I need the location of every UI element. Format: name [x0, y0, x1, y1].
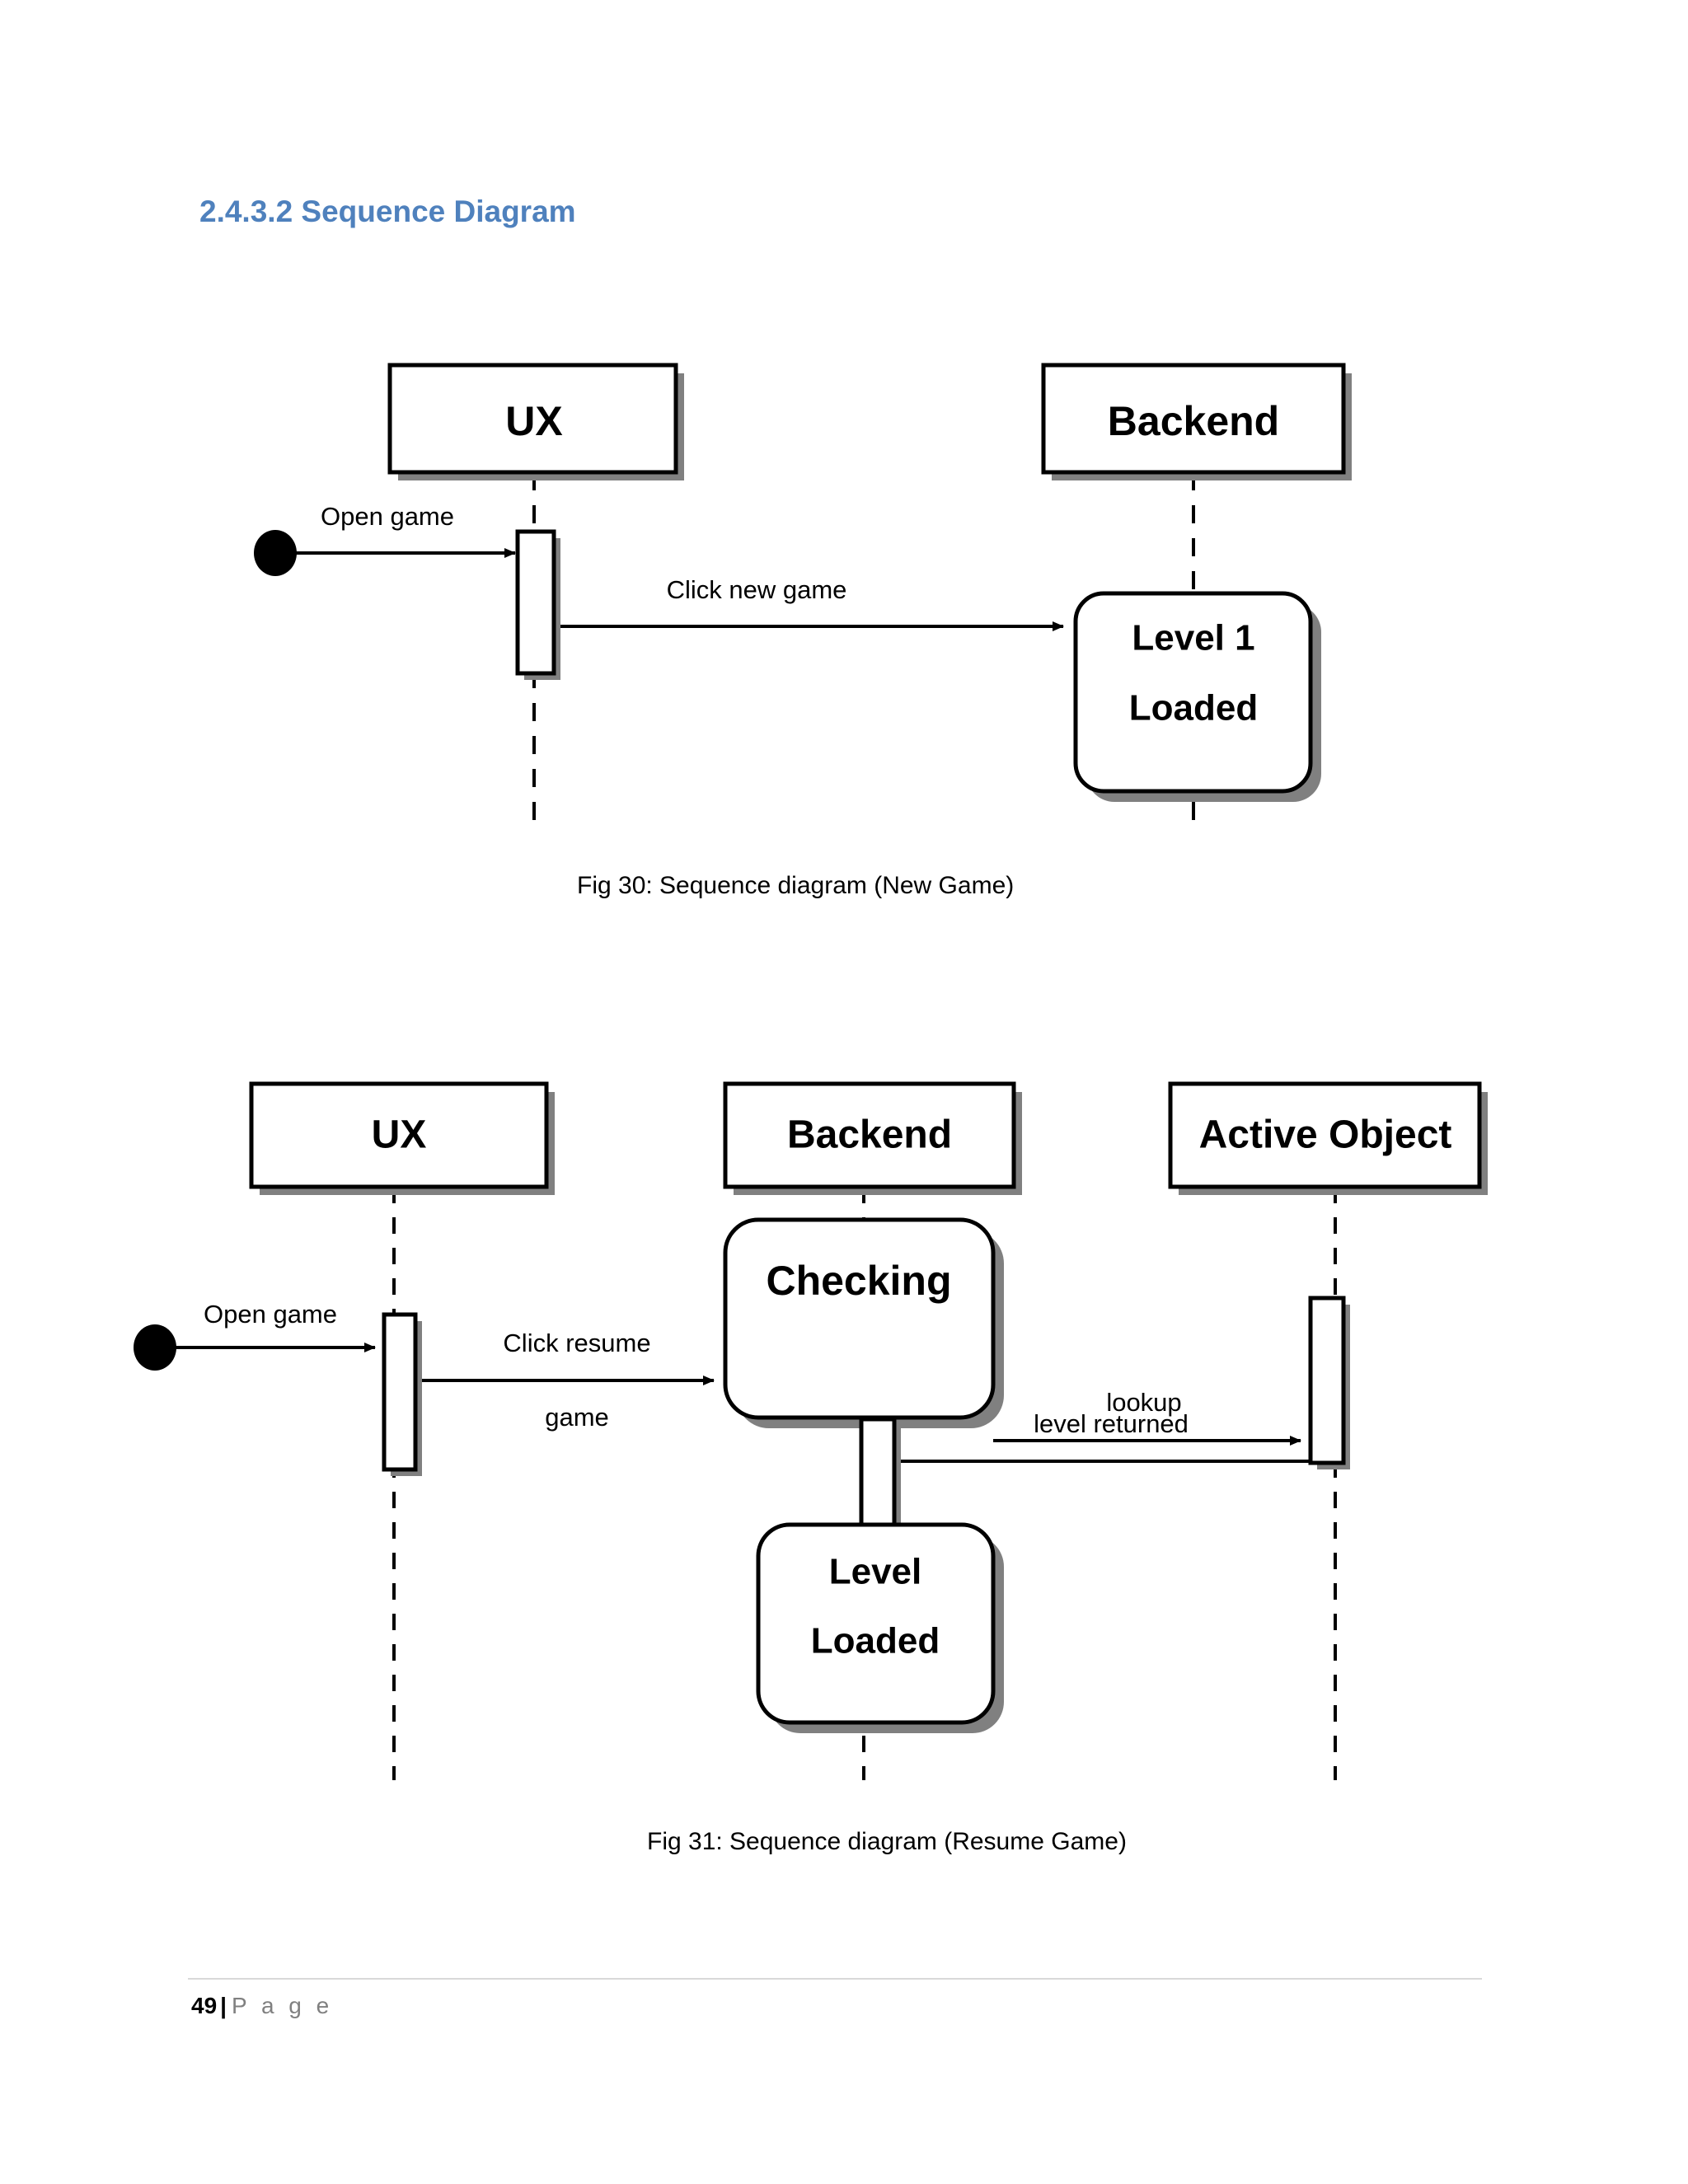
activation-bar-ux [382, 1312, 418, 1472]
figure-30-caption: Fig 30: Sequence diagram (New Game) [577, 872, 1015, 899]
lifeline-header-backend[interactable] [723, 1081, 1016, 1189]
start-node-icon [254, 530, 297, 576]
lifeline-header-active-object-label: Active Object [1199, 1113, 1452, 1157]
message-label-click-resume-game-line2: game [545, 1403, 609, 1432]
state-level-loaded-line2: Loaded [811, 1621, 940, 1661]
state-checking-label: Checking [766, 1258, 951, 1304]
footer-page-number: 49 [191, 1993, 218, 2018]
figure-31: UX Backend Active Object Open game Click… [0, 1055, 1688, 1813]
lifeline-header-active-object[interactable] [1168, 1081, 1482, 1189]
state-level-1-loaded-line1: Level 1 [1132, 618, 1254, 658]
activation-bar-backend [859, 1417, 897, 1527]
footer-divider [188, 1978, 1482, 1980]
lifeline-header-ux[interactable] [249, 1081, 549, 1189]
lifeline-header-backend-label: Backend [1108, 398, 1279, 444]
footer-page-word: P a g e [232, 1993, 334, 2018]
lifeline-header-backend-label: Backend [787, 1113, 952, 1157]
activation-bar-active-object [1308, 1296, 1346, 1465]
lifeline-header-ux[interactable] [387, 363, 678, 475]
lifeline-header-backend[interactable] [1041, 363, 1346, 475]
state-node-level-loaded[interactable] [756, 1522, 996, 1725]
start-node-icon [134, 1324, 176, 1371]
state-level-loaded-line1: Level [829, 1552, 922, 1592]
page-footer: 49|P a g e [191, 1993, 333, 2019]
lifeline-header-ux-label: UX [505, 398, 562, 444]
message-label-lookup: lookup [1106, 1388, 1181, 1417]
state-node-checking[interactable] [723, 1217, 996, 1420]
state-node-level-1-loaded[interactable] [1073, 591, 1313, 794]
figure-30: UX Backend Open game Click new game Leve… [0, 0, 1688, 865]
state-level-1-loaded-line2: Loaded [1129, 688, 1258, 729]
figure-31-caption: Fig 31: Sequence diagram (Resume Game) [647, 1828, 1127, 1855]
lifeline-header-ux-label: UX [372, 1113, 427, 1157]
activation-bar-ux [515, 529, 556, 676]
fig-30-canvas: UX Backend Open game Click new game Leve… [254, 363, 1352, 824]
message-label-click-resume-game-line1: Click resume [503, 1329, 650, 1357]
message-label-level-returned: level returned [1034, 1409, 1189, 1438]
section-heading: 2.4.3.2 Sequence Diagram [199, 194, 576, 228]
footer-separator: | [220, 1993, 227, 2018]
message-label-open-game: Open game [321, 502, 454, 531]
message-label-open-game: Open game [204, 1300, 337, 1329]
message-label-click-new-game: Click new game [667, 575, 847, 604]
fig-31-canvas: UX Backend Active Object Open game Click… [134, 1081, 1488, 1780]
